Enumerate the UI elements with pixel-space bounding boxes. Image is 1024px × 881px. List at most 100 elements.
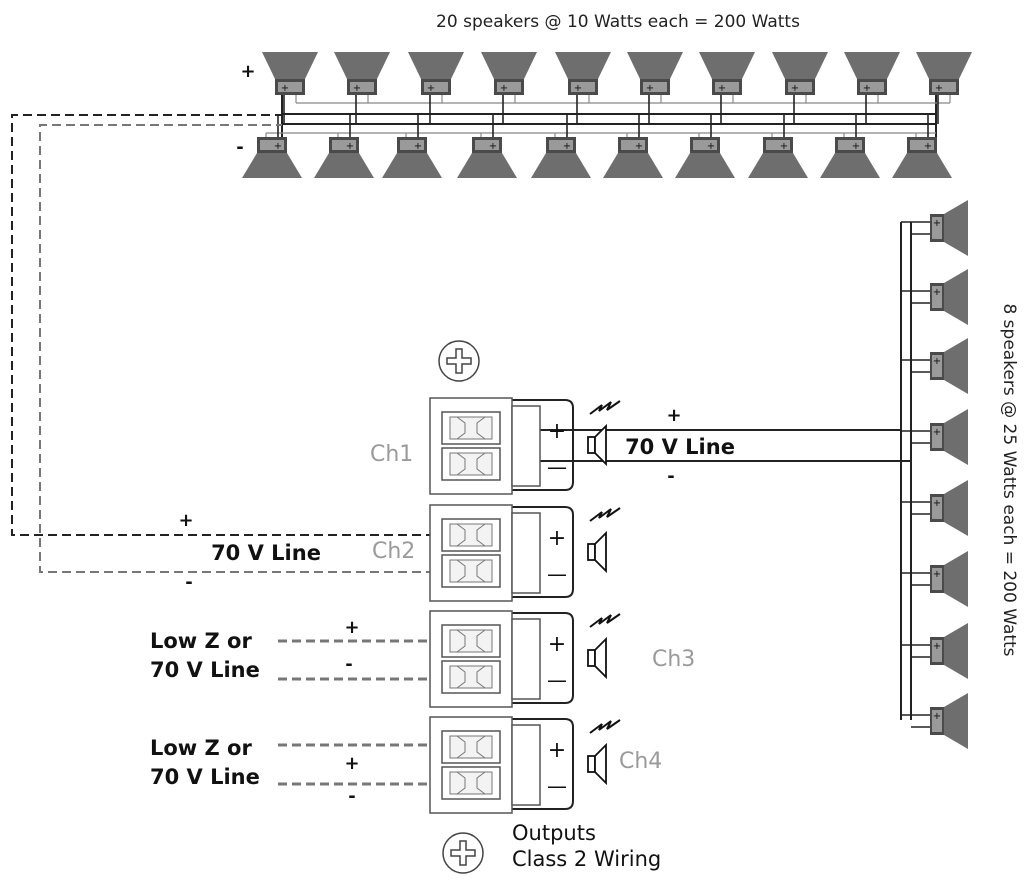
svg-text:+: + <box>933 218 941 229</box>
ch3-input-minus: - <box>345 654 352 675</box>
ch1-line-minus: - <box>667 466 674 487</box>
terminal-minus-sign: — <box>547 562 567 586</box>
outputs-note-line2: Class 2 Wiring <box>512 847 661 871</box>
ch3-input-line2: 70 V Line <box>150 658 260 682</box>
terminal-block-ch1: +— <box>429 397 621 495</box>
speaker-icon: + <box>531 137 591 178</box>
output-speaker-icon <box>587 423 607 467</box>
svg-text:+: + <box>933 287 941 298</box>
svg-text:+: + <box>281 83 289 94</box>
svg-text:+: + <box>933 498 941 509</box>
ch2-minus-wire <box>39 124 463 573</box>
speaker-icon: + <box>262 52 318 95</box>
svg-text:+: + <box>933 641 941 652</box>
speaker-icon: + <box>916 52 972 95</box>
terminal-minus-sign: — <box>547 455 567 479</box>
top-speaker-row: + + + + + + + + + + <box>262 52 972 124</box>
speaker-icon: + <box>930 338 968 394</box>
lightning-icon <box>589 719 621 734</box>
svg-text:+: + <box>863 83 871 94</box>
ch3-input-line1: Low Z or <box>150 629 252 653</box>
lightning-icon <box>589 507 621 522</box>
speaker-icon: + <box>481 52 537 95</box>
output-speaker-icon <box>587 530 607 574</box>
right-speaker-column: + + + + + + + + <box>901 200 968 749</box>
output-speaker-icon <box>587 636 607 680</box>
speaker-icon: + <box>748 137 808 178</box>
svg-text:+: + <box>563 141 571 152</box>
terminal-block-ch3: +— <box>429 610 621 708</box>
channel-label-ch2: Ch2 <box>372 539 415 564</box>
channel-label-ch4: Ch4 <box>619 749 662 774</box>
ch3-input-plus: + <box>344 617 359 638</box>
channel-label-ch1: Ch1 <box>370 442 413 467</box>
ch4-input-line2: 70 V Line <box>150 765 260 789</box>
svg-text:+: + <box>427 83 435 94</box>
top-array-plus-label: + <box>240 61 255 82</box>
svg-text:+: + <box>707 141 715 152</box>
svg-text:+: + <box>933 427 941 438</box>
speaker-icon: + <box>930 623 968 679</box>
terminal-plus-sign: + <box>548 419 566 444</box>
svg-text:+: + <box>933 356 941 367</box>
ch2-plus-wire <box>11 114 463 536</box>
speaker-icon: + <box>930 551 968 607</box>
channel-label-ch3: Ch3 <box>652 647 695 672</box>
svg-text:+: + <box>489 141 497 152</box>
bottom-speaker-row: + + + + + + + + + + <box>242 114 952 178</box>
speaker-icon: + <box>382 137 442 178</box>
speaker-icon: + <box>930 693 968 749</box>
terminal-plus-sign: + <box>548 632 566 657</box>
ch1-line-label: 70 V Line <box>625 435 735 459</box>
svg-text:+: + <box>574 83 582 94</box>
top-array-minus-label: - <box>236 137 243 158</box>
mounting-screw-top-icon <box>438 340 480 382</box>
svg-text:+: + <box>414 141 422 152</box>
svg-text:+: + <box>646 83 654 94</box>
speaker-icon: + <box>603 137 663 178</box>
speaker-icon: + <box>930 269 968 325</box>
terminal-plus-sign: + <box>548 526 566 551</box>
right-array-bus <box>900 222 912 720</box>
speaker-icon: + <box>930 200 968 256</box>
top-array-bus <box>281 94 937 138</box>
speaker-icon: + <box>408 52 464 95</box>
speaker-icon: + <box>334 52 390 95</box>
terminal-block-ch2: +— <box>429 504 621 602</box>
speaker-icon: + <box>314 137 374 178</box>
speaker-icon: + <box>242 137 302 178</box>
speaker-icon: + <box>675 137 735 178</box>
terminal-minus-sign: — <box>547 774 567 798</box>
svg-text:+: + <box>933 569 941 580</box>
lightning-icon <box>589 400 621 415</box>
output-speaker-icon <box>587 742 607 786</box>
ch2-line-minus: - <box>185 572 192 593</box>
terminal-plus-sign: + <box>548 738 566 763</box>
top-array-title: 20 speakers @ 10 Watts each = 200 Watts <box>436 12 800 32</box>
terminal-block-ch4: +— <box>429 716 621 814</box>
svg-text:+: + <box>718 83 726 94</box>
speaker-icon: + <box>457 137 517 178</box>
svg-text:+: + <box>346 141 354 152</box>
ch2-line-label: 70 V Line <box>211 541 321 565</box>
svg-text:+: + <box>924 141 932 152</box>
speaker-icon: + <box>820 137 880 178</box>
right-array-title: 8 speakers @ 25 Watts each = 200 Watts <box>999 303 1019 656</box>
svg-text:+: + <box>500 83 508 94</box>
svg-text:+: + <box>353 83 361 94</box>
svg-text:+: + <box>274 141 282 152</box>
ch4-input-line1: Low Z or <box>150 736 252 760</box>
ch4-input-plus: + <box>344 753 359 774</box>
ch1-line-plus: + <box>666 405 681 426</box>
svg-text:+: + <box>791 83 799 94</box>
speaker-icon: + <box>627 52 683 95</box>
lightning-icon <box>589 613 621 628</box>
svg-text:+: + <box>635 141 643 152</box>
mounting-screw-bottom-icon <box>442 832 484 874</box>
ch2-line-plus: + <box>178 510 193 531</box>
terminal-minus-sign: — <box>547 668 567 692</box>
speaker-icon: + <box>930 409 968 465</box>
svg-text:+: + <box>935 83 943 94</box>
speaker-icon: + <box>772 52 828 95</box>
